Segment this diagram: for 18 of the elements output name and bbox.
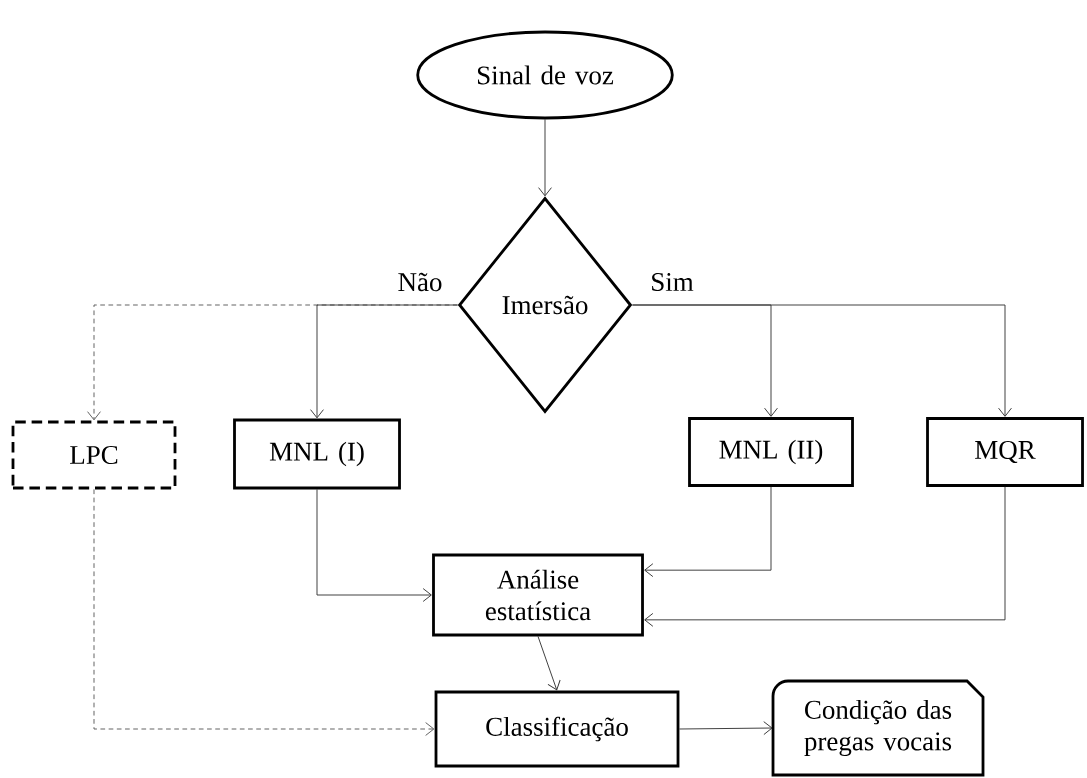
arrow [678,721,773,735]
process-box: Classificação [434,690,680,768]
process-box: MQR [926,417,1084,487]
arrow [93,488,435,736]
edge-label: Não [396,271,444,293]
process-box: LPC [11,420,177,490]
arrow [310,304,459,419]
edge-label: Sim [649,271,695,293]
arrow [537,635,561,691]
arrow [644,486,772,578]
process-box: Análise estatística [432,553,644,637]
output-box: Condição das pregas vocais [771,679,985,777]
process-box: MNL (I) [233,418,401,490]
process-box: MNL (II) [688,417,854,487]
arrow [644,486,1006,627]
arrow [538,118,552,197]
arrow [631,304,1012,417]
arrow [316,488,432,602]
